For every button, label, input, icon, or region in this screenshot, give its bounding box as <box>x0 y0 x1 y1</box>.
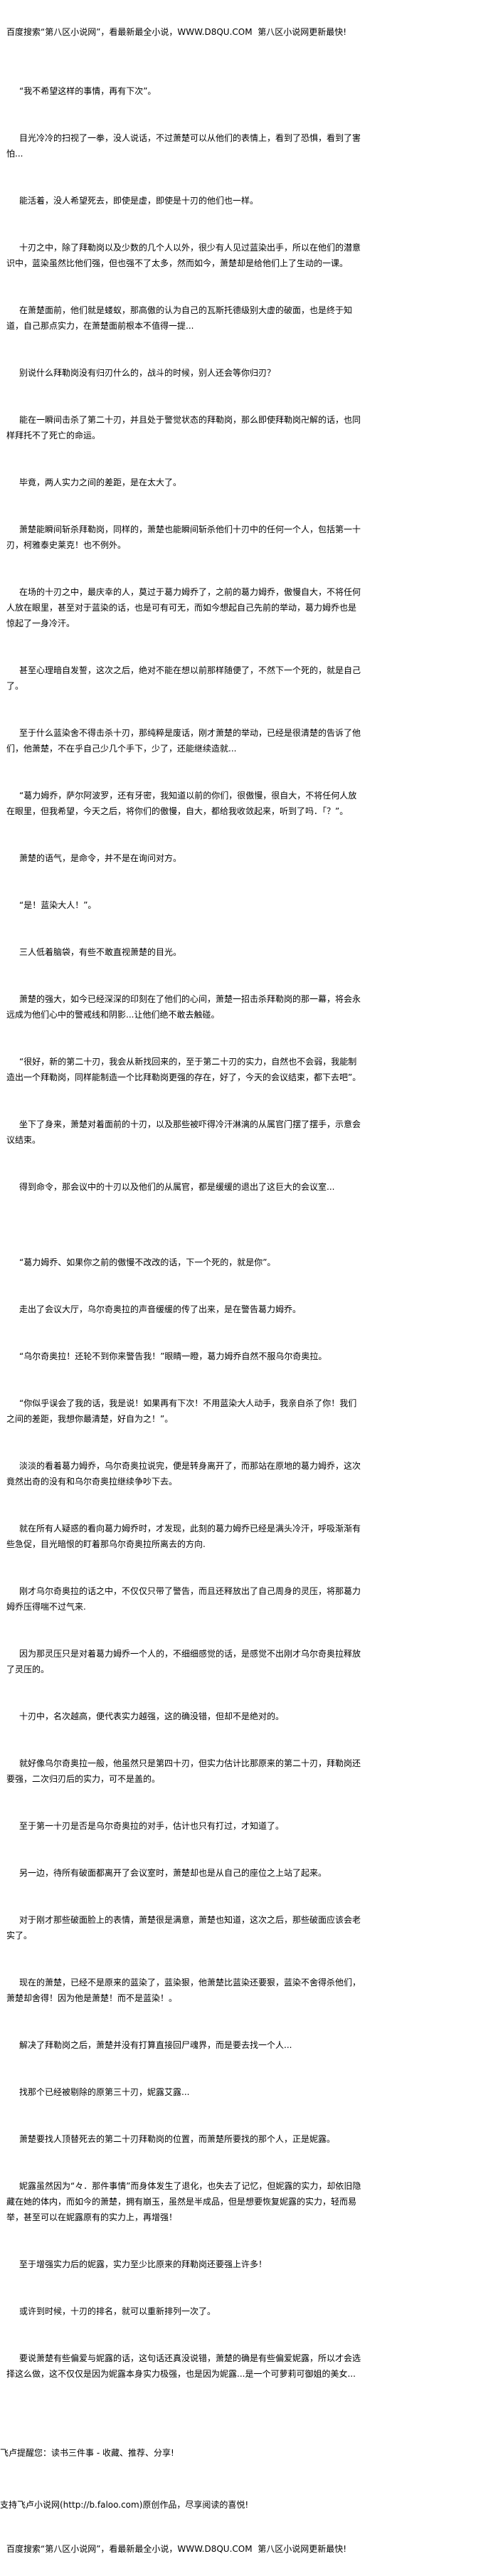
paragraph: 甚至心理暗自发誓，这次之后，绝对不能在想以前那样随便了，不然下一个死的，就是自己… <box>6 665 361 691</box>
paragraph: 至于什么蓝染舍不得击杀十刃，那纯粹是废话，刚才萧楚的举动，已经是很清楚的告诉了他… <box>6 728 361 754</box>
chapter-body: “我不希望这样的事情，再有下次”。 目光冷冷的扫视了一拳，没人说话，不过萧楚可以… <box>6 83 362 2413</box>
paragraph: “是！蓝染大人！”。 <box>19 900 97 910</box>
paragraph: 另一边，待所有破面都离开了会议室时，萧楚却也是从自己的座位之上站了起来。 <box>19 1868 327 1878</box>
paragraph: 得到命令，那会议中的十刃以及他们的从属官，都是缓缓的退出了这巨大的会议室... <box>19 1182 335 1192</box>
paragraph: “葛力姆乔，萨尔阿波罗，还有牙密，我知道以前的你们，很傲慢，很自大，不将任何人放… <box>6 791 357 816</box>
paragraph: 萧楚要找人顶替死去的第二十刃拜勒岗的位置，而萧楚所要找的那个人，正是妮露。 <box>19 2134 336 2144</box>
paragraph: 在场的十刃之中，最庆幸的人，莫过于葛力姆乔了，之前的葛力姆乔，傲慢自大，不将任何… <box>6 587 361 628</box>
paragraph: 对于刚才那些破面脸上的表情，萧楚很是满意，萧楚也知道，这次之后，那些破面应该会老… <box>6 1915 361 1941</box>
paragraph: 毕竟，两人实力之间的差距，是在太大了。 <box>19 477 182 487</box>
paragraph: 能活着，没人希望死去，即使是虚，即使是十刃的他们也一样。 <box>19 196 259 206</box>
support-notice: 支持飞卢小说网(http://b.faloo.com)原创作品，尽享阅读的喜悦! <box>0 2500 249 2510</box>
paragraph: 坐下了身来，萧楚对着面前的十刃，以及那些被吓得冷汗淋漓的从属官门摆了摆手，示意会… <box>6 1119 361 1145</box>
paragraph: 能在一瞬间击杀了第二十刃，并且处于警觉状态的拜勒岗，那么即使拜勒岗卍解的话，也同… <box>6 415 361 440</box>
paragraph: 萧楚能瞬间斩杀拜勒岗，同样的，萧楚也能瞬间斩杀他们十刃中的任何一个人，包括第一十… <box>6 524 361 550</box>
paragraph: 解决了拜勒岗之后，萧楚并没有打算直接回尸魂界，而是要去找一个人... <box>19 2040 292 2050</box>
paragraph: 在萧楚面前，他们就是蝼蚁，那高傲的认为自己的瓦斯托德级别大虚的破面，也是终于知道… <box>6 305 353 331</box>
site-banner-bottom: 百度搜索“第八区小说网”，看最新最全小说，WWW.D8QU.COM 第八区小说网… <box>6 2544 347 2554</box>
site-banner-top: 百度搜索“第八区小说网”，看最新最全小说，WWW.D8QU.COM 第八区小说网… <box>6 27 347 37</box>
paragraph: 就好像乌尔奇奥拉一般，他虽然只是第四十刃，但实力估计比那原来的第二十刃，拜勒岗还… <box>6 1758 361 1784</box>
paragraph: 妮露虽然因为“々．那件事情”而身体发生了退化，也失去了记忆，但妮露的实力，却依旧… <box>6 2181 361 2222</box>
paragraph: 至于增强实力后的妮露，实力至少比原来的拜勒岗还要强上许多！ <box>19 2259 267 2269</box>
paragraph: 或许到时候，十刃的排名，就可以重新排列一次了。 <box>19 2306 216 2316</box>
paragraph: 别说什么拜勒岗没有归刃什么的，战斗的时候，别人还会等你归刃？ <box>19 368 276 378</box>
paragraph: 淡淡的看着葛力姆乔，乌尔奇奥拉说完，便是转身离开了，而那站在原地的葛力姆乔，这次… <box>6 1461 361 1487</box>
paragraph: 就在所有人疑惑的看向葛力姆乔时，才发现，此刻的葛力姆乔已经是满头冷汗，呼吸渐渐有… <box>6 1524 361 1549</box>
paragraph: 找那个已经被剔除的原第三十刃，妮露艾露... <box>19 2087 190 2097</box>
paragraph: 刚才乌尔奇奥拉的话之中，不仅仅只带了警告，而且还释放出了自己周身的灵压，将那葛力… <box>6 1586 361 1612</box>
paragraph: 因为那灵压只是对着葛力姆乔一个人的，不细细感觉的话，是感觉不出刚才乌尔奇奥拉释放… <box>6 1649 361 1674</box>
paragraph: 三人低着脑袋，有些不敢直视萧楚的目光。 <box>19 947 182 957</box>
paragraph: 十刃之中，除了拜勒岗以及少数的几个人以外，很少有人见过蓝染出手，所以在他们的潜意… <box>6 243 361 268</box>
paragraph: “乌尔奇奥拉！还轮不到你来警告我！”眼睛一瞪，葛力姆乔自然不服乌尔奇奥拉。 <box>19 1351 327 1361</box>
paragraph: 萧楚的强大，如今已经深深的印刻在了他们的心间，萧楚一招击杀拜勒岗的那一幕，将会永… <box>6 994 361 1020</box>
paragraph: “你似乎误会了我的话，我是说！如果再有下次！不用蓝染大人动手，我亲自杀了你！我们… <box>6 1398 357 1424</box>
reading-reminder: 飞卢提醒您：读书三件事 - 收藏、推荐、分享! <box>0 2448 174 2458</box>
paragraph: 萧楚的语气，是命令，并不是在询问对方。 <box>19 853 182 863</box>
paragraph: 目光冷冷的扫视了一拳，没人说话，不过萧楚可以从他们的表情上，看到了恐惧，看到了害… <box>6 133 361 159</box>
paragraph: 现在的萧楚，已经不是原来的蓝染了，蓝染狠，他萧楚比蓝染还要狠，蓝染不舍得杀他们，… <box>6 1978 361 2003</box>
paragraph: 至于第一十刃是否是乌尔奇奥拉的对手，估计也只有打过，才知道了。 <box>19 1821 285 1831</box>
paragraph: “葛力姆乔、如果你之前的傲慢不改改的话，下一个死的，就是你”。 <box>19 1257 276 1267</box>
paragraph: 走出了会议大厅，乌尔奇奥拉的声音缓缓的传了出来，是在警告葛力姆乔。 <box>19 1304 302 1314</box>
paragraph: “我不希望这样的事情，再有下次”。 <box>19 86 157 96</box>
paragraph: 十刃中，名次越高，便代表实力越强，这的确没错，但却不是绝对的。 <box>19 1711 285 1721</box>
paragraph: “很好，新的第二十刃，我会从新找回来的，至于第二十刃的实力，自然也不会弱，我能制… <box>6 1057 361 1082</box>
paragraph: 要说萧楚有些偏爱与妮露的话，这句话还真没说错，萧楚的确是有些偏爱妮露，所以才会选… <box>6 2353 361 2379</box>
